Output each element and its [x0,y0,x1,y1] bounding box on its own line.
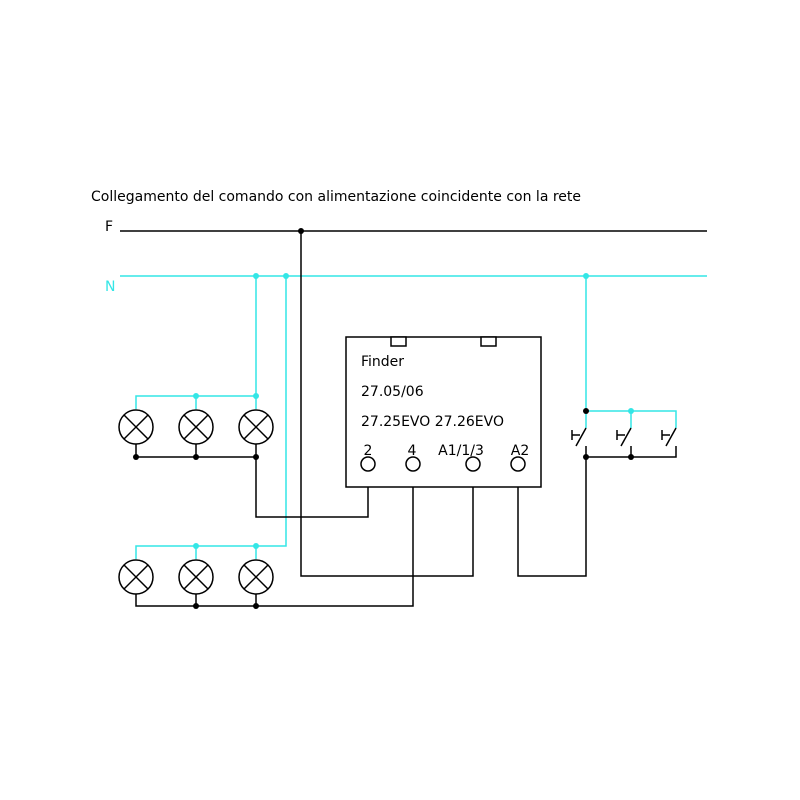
phase-wiring [120,230,707,607]
lamp-icon [238,559,274,595]
wire-lower-lamps-to-terminal-4 [135,471,414,607]
relay-terminals [360,456,526,472]
relay-clip-right [480,336,497,347]
junction-dot [283,273,289,279]
wire-a2-to-pushbuttons [517,457,587,577]
junction-dot [193,603,199,609]
relay-brand: Finder [361,354,404,370]
wire-upper-lamps-to-terminal-2 [135,441,369,518]
terminal-label-a1: A1/1/3 [438,443,484,459]
junction-dot [253,603,259,609]
junction-dot [193,454,199,460]
phase-junctions [133,228,634,609]
junction-dot [193,393,199,399]
pushbutton-icon [616,427,632,447]
junction-dot [583,454,589,460]
diagram-title: Collegamento del comando con alimentazio… [91,189,581,205]
phase-line-label: F [105,219,113,235]
wire-pushbuttons-common [586,446,677,458]
junction-dot [583,408,589,414]
upper-lamp-group [118,409,274,445]
relay-body [345,336,542,488]
lamp-icon [178,409,214,445]
relay-clip-left [390,336,407,347]
lamp-icon [238,409,274,445]
neutral-drop-pushbuttons [585,276,677,428]
junction-dot [253,273,259,279]
neutral-drop-lower-lamps [135,276,287,559]
terminal-label-2: 2 [364,443,373,459]
junction-dot [298,228,304,234]
neutral-drop-upper-lamps [135,276,257,409]
relay-module: Finder 27.05/06 27.25EVO 27.26EVO 2 4 A1… [345,336,542,488]
wire-phase-to-a1 [300,231,474,577]
lamp-icon [118,409,154,445]
junction-dot [583,273,589,279]
pushbutton-icon [571,427,587,447]
terminal-label-4: 4 [408,443,417,459]
junction-dot [193,543,199,549]
neutral-junctions [193,273,634,549]
junction-dot [253,543,259,549]
lamp-icon [178,559,214,595]
pushbutton-group [571,427,677,447]
terminal-2-icon [360,456,376,472]
junction-dot [628,454,634,460]
terminal-4-icon [405,456,421,472]
pushbutton-icon [661,427,677,447]
junction-dot [628,408,634,414]
relay-model-1: 27.05/06 [361,384,424,400]
relay-model-2: 27.25EVO 27.26EVO [361,414,504,430]
junction-dot [253,454,259,460]
terminal-label-a2: A2 [511,443,529,459]
lamp-icon [118,559,154,595]
junction-dot [253,393,259,399]
terminal-a1-icon [465,456,481,472]
lower-lamp-group [118,559,274,595]
junction-dot [133,454,139,460]
neutral-line-label: N [105,279,115,295]
terminal-a2-icon [510,456,526,472]
